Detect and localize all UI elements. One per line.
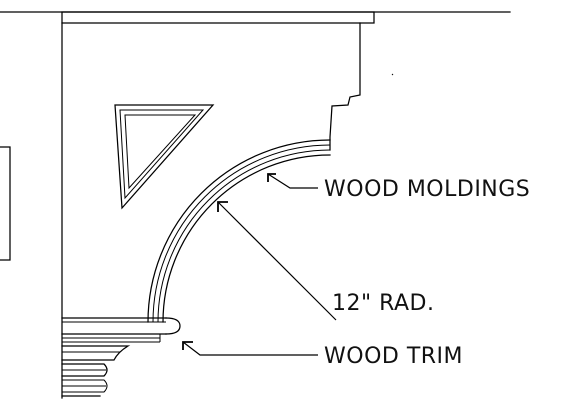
label-wood-trim: WOOD TRIM (324, 344, 463, 369)
wood-trim-molding (61, 317, 181, 397)
triangle-panel (114, 104, 215, 210)
label-wood-moldings: WOOD MOLDINGS (324, 177, 530, 202)
leader-radius (217, 201, 337, 321)
leader-wood-moldings (267, 173, 318, 189)
leader-wood-trim (182, 341, 318, 356)
top-beam (0, 11, 511, 24)
side-panel (0, 146, 11, 261)
bracket-profile (62, 22, 394, 151)
arched-molding (147, 139, 331, 323)
label-radius: 12" RAD. (332, 291, 434, 316)
